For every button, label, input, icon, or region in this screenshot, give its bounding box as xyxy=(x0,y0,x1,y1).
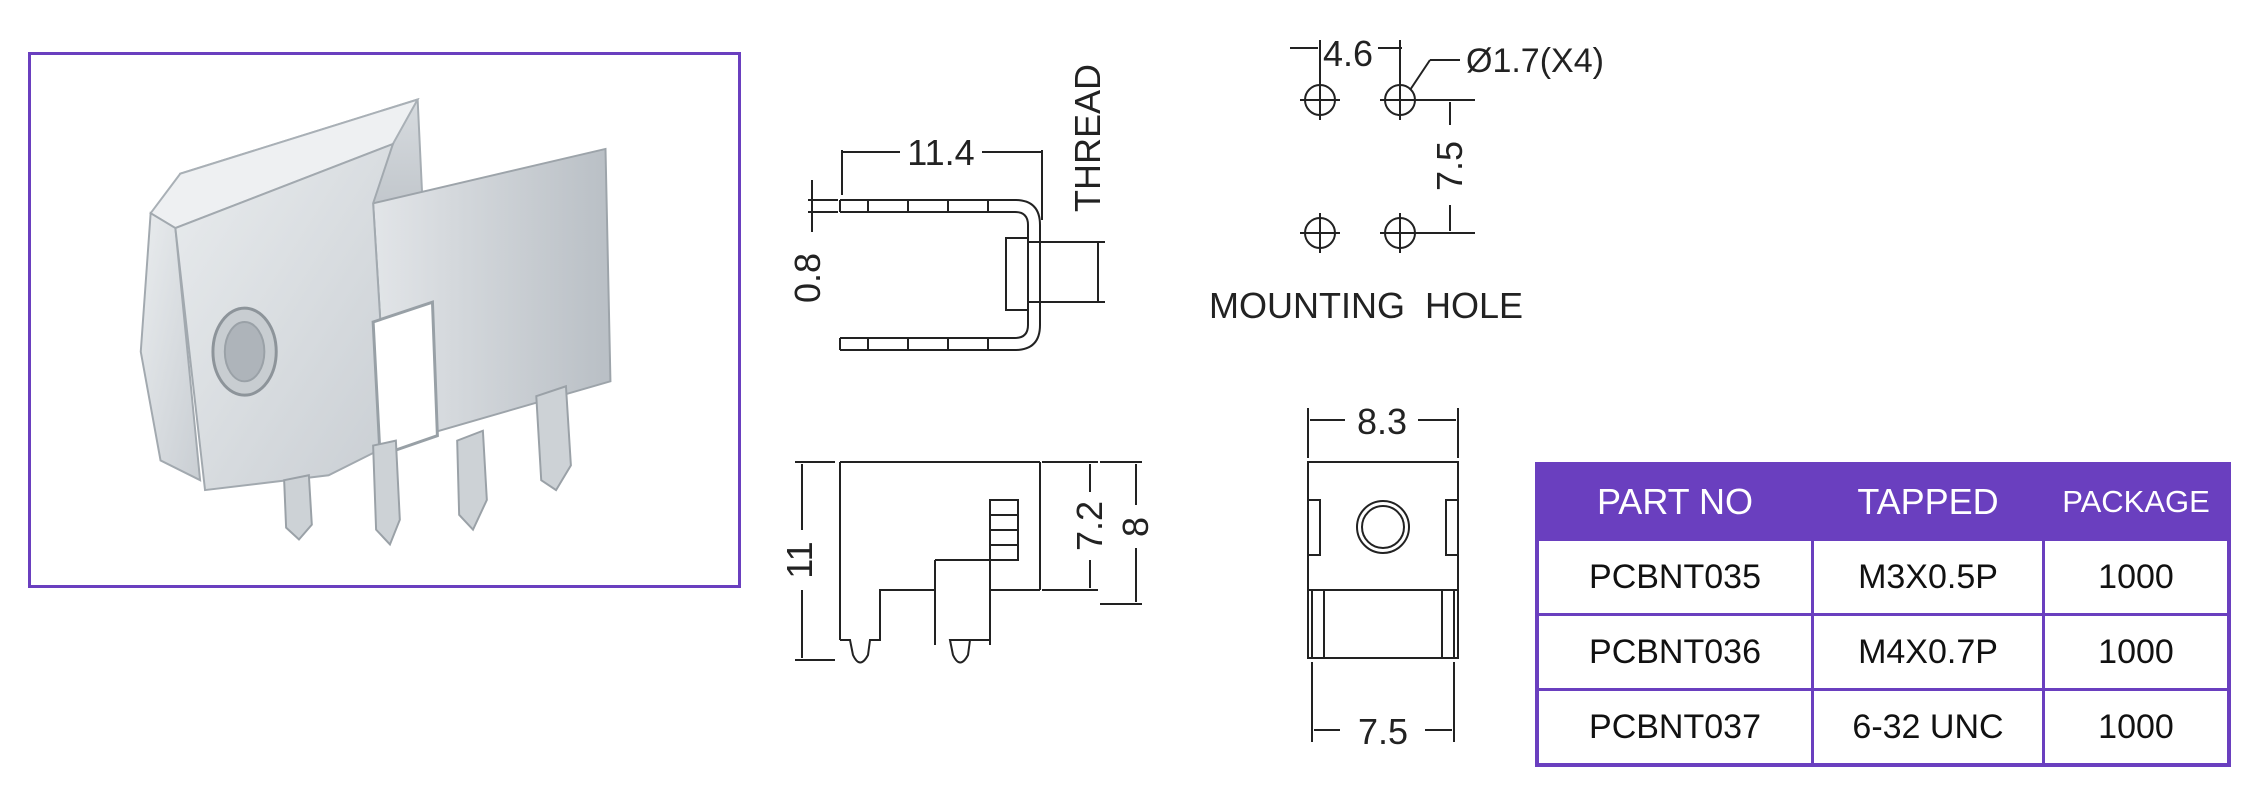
dim-thickness: 0.8 xyxy=(787,253,828,303)
cell-part-no: PCBNT035 xyxy=(1535,538,1814,616)
dim-thread-height: 7.2 xyxy=(1069,501,1110,551)
table-row: PCBNT035 M3X0.5P 1000 xyxy=(1535,538,2231,616)
dim-thread: THREAD xyxy=(1067,64,1108,212)
dim-front-width: 8.3 xyxy=(1357,401,1407,442)
dim-hole-pitch-y: 7.5 xyxy=(1429,141,1470,191)
technical-drawing: 11.4 THREAD 0.8 11 7.2 8 4.6 Ø1.7(X4) 7.… xyxy=(760,0,1604,792)
dim-side-height: 11 xyxy=(779,541,820,578)
cell-part-no: PCBNT037 xyxy=(1535,688,1814,767)
cell-tapped: M4X0.7P xyxy=(1811,613,2045,691)
dim-hole-diameter: Ø1.7(X4) xyxy=(1466,42,1604,80)
dim-pin-span: 7.5 xyxy=(1358,711,1408,752)
table-row: PCBNT037 6-32 UNC 1000 xyxy=(1535,688,2231,767)
header-tapped: TAPPED xyxy=(1811,462,2045,541)
dim-top-width: 11.4 xyxy=(907,132,974,173)
mounting-hole-view xyxy=(1290,40,1475,253)
terminal-photo xyxy=(139,97,612,547)
side-view xyxy=(795,461,1142,664)
part-spec-table: PART NO TAPPED PACKAGE PCBNT035 M3X0.5P … xyxy=(1535,462,2231,767)
top-view xyxy=(808,150,1105,351)
table-row: PCBNT036 M4X0.7P 1000 xyxy=(1535,613,2231,691)
product-photo-frame xyxy=(28,52,741,588)
cell-tapped: M3X0.5P xyxy=(1811,538,2045,616)
header-part-no: PART NO xyxy=(1535,462,1814,541)
dim-hole-pitch-x: 4.6 xyxy=(1323,33,1373,74)
mounting-hole-label: MOUNTING HOLE xyxy=(1209,285,1523,326)
cell-part-no: PCBNT036 xyxy=(1535,613,1814,691)
cell-package: 1000 xyxy=(2042,538,2231,616)
table-header-row: PART NO TAPPED PACKAGE xyxy=(1535,462,2231,541)
front-view xyxy=(1307,408,1459,742)
dimension-drawing: 11.4 THREAD 0.8 11 7.2 8 4.6 Ø1.7(X4) 7.… xyxy=(779,33,1604,752)
dim-body-height: 8 xyxy=(1115,517,1156,537)
cell-package: 1000 xyxy=(2042,613,2231,691)
cell-tapped: 6-32 UNC xyxy=(1811,688,2045,767)
cell-package: 1000 xyxy=(2042,688,2231,767)
header-package: PACKAGE xyxy=(2042,462,2231,541)
